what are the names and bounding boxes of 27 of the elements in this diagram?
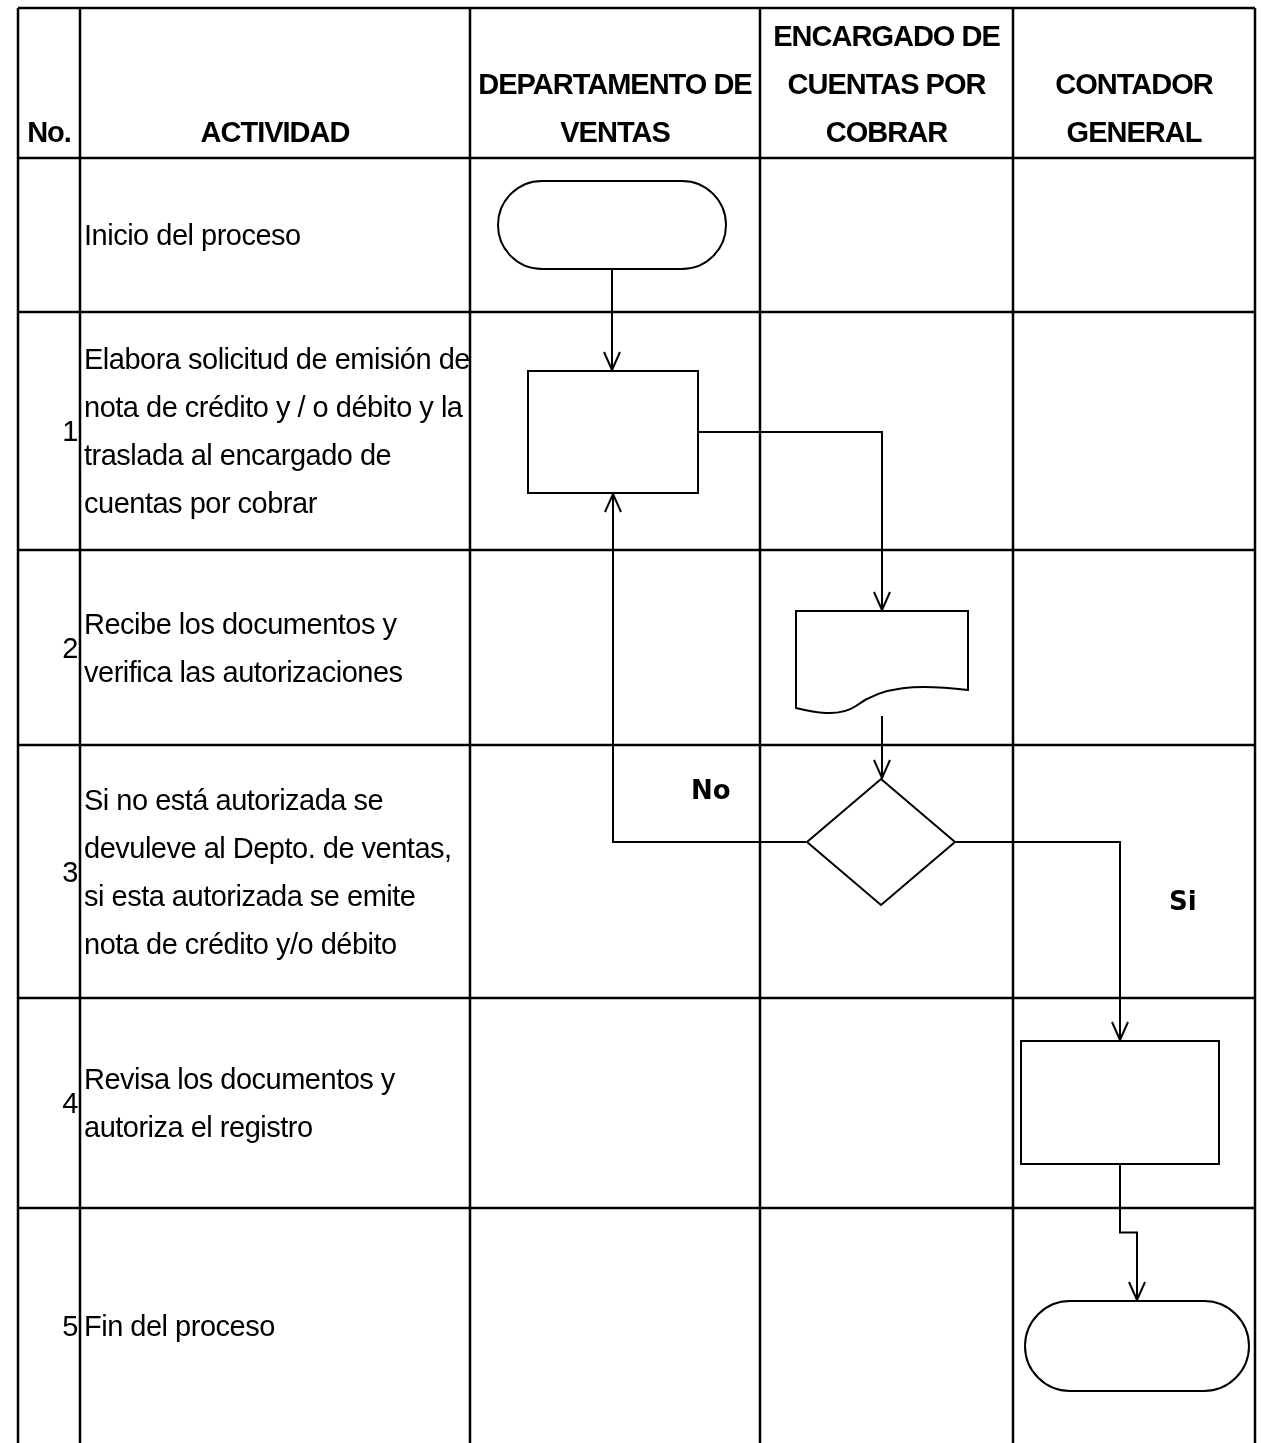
column-header: ENCARGADO DE CUENTAS POR COBRAR: [772, 19, 1001, 150]
arrow: [1119, 1164, 1146, 1301]
step-number: 2: [62, 630, 78, 666]
arrow: [604, 493, 807, 843]
step-number: 1: [62, 414, 78, 449]
activity-text: Inicio del proceso: [84, 218, 301, 253]
activity-text: Recibe los documentos y verifica las autorizaciones: [84, 606, 404, 690]
column-header: ACTIVIDAD: [200, 115, 350, 150]
step-number: 3: [62, 854, 78, 890]
step-number: 5: [62, 1308, 78, 1344]
arrow: [603, 269, 621, 371]
column-header: No.: [27, 115, 71, 150]
column-header: CONTADOR GENERAL: [1054, 67, 1214, 150]
column-header: DEPARTAMENTO DE VENTAS: [477, 67, 753, 150]
step-number: 4: [62, 1086, 78, 1121]
process-box: [1020, 1040, 1220, 1165]
activity-text: Fin del proceso: [84, 1308, 275, 1344]
terminal-shape: [1024, 1300, 1250, 1392]
arrow: [698, 431, 891, 611]
arrow: [955, 841, 1129, 1041]
activity-text: Revisa los documentos y autoriza el registro: [84, 1062, 396, 1145]
process-box: [527, 370, 699, 494]
arrow: [873, 715, 891, 779]
activity-text: Si no está autorizada se devuleve al Depto. de ventas, si esta autorizada se emite nota de crédito y/o débito: [84, 782, 453, 962]
decision-diamond: [806, 778, 956, 906]
activity-text: Elabora solicitud de emisión de nota de crédito y / o débito y la traslada al encargado de cuentas por cobrar: [84, 342, 470, 521]
document-shape: [795, 610, 969, 716]
